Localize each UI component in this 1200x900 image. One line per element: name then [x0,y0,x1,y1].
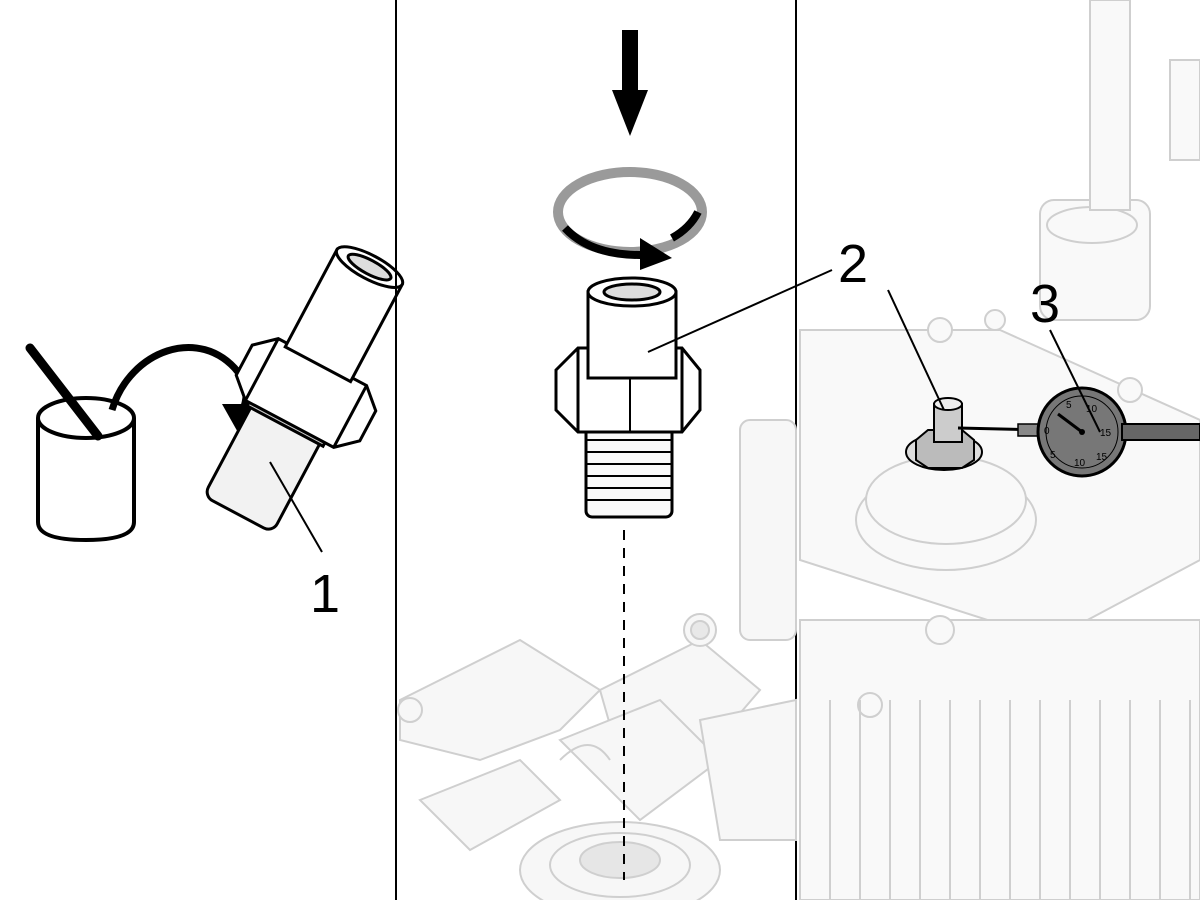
installed-fitting [905,397,983,471]
down-arrow-icon [612,30,648,136]
fitting-screw [554,276,702,519]
panel-2: 2 [397,30,868,900]
dial-label-15-right: 15 [1100,428,1112,439]
callout-1-leader [269,461,323,553]
dial-label-0: 0 [1044,426,1050,437]
callout-2-leader [647,269,833,353]
dial-label-10-bottom: 10 [1074,458,1086,469]
dial-label-5-top: 5 [1066,400,1072,411]
callout-2b-leader [887,289,945,411]
panel-1: 1 [25,245,405,624]
machine-background [397,419,797,900]
callout-1: 1 [310,564,340,624]
dial-gauge: 0 5 10 15 5 10 15 [957,386,1200,478]
callout-3: 3 [1030,274,1060,334]
dial-label-10-top: 10 [1086,404,1098,415]
grease-cup-icon [25,343,136,543]
dial-needle [1057,412,1083,434]
rotate-clockwise-icon [553,167,707,270]
callout-2: 2 [838,234,868,294]
fitting-with-sealant [205,245,405,531]
dial-label-15-bottom: 15 [1096,452,1108,463]
callout-3-leader [1049,329,1101,433]
panel-3: 0 5 10 15 5 10 15 3 [799,0,1200,900]
machine-fins [829,700,1191,900]
dial-label-5-bottom: 5 [1050,450,1056,461]
